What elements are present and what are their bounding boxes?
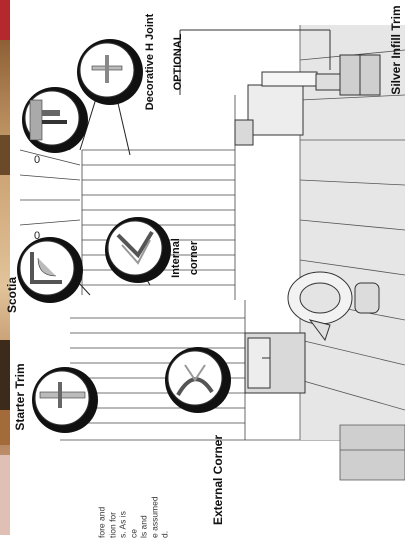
paragraph-line: fore and [96, 506, 107, 538]
label-silver-infill-trim: Silver Infill Trim [389, 5, 403, 95]
paragraph-line: ce [127, 529, 138, 538]
label-decorative-h-joint: Decorative H Joint [144, 13, 156, 111]
ceiling-edge [179, 29, 331, 95]
callout-starter-trim [32, 367, 98, 433]
callout-silver-infill [22, 87, 88, 153]
callout-internal-corner [105, 217, 171, 283]
label-internal: Internal [170, 238, 182, 278]
label-scotia: Scotia [5, 276, 19, 314]
marker-zero-bottom: 0 [34, 230, 41, 242]
paragraph-line: s. As is [117, 511, 128, 538]
paragraph-line: ls and [138, 515, 149, 538]
body-text-fragment: fore and tion for s. As is ce ls and e a… [96, 398, 170, 538]
callout-h-joint [77, 39, 143, 105]
paragraph-line: d. [159, 530, 170, 538]
label-external-corner: External Corner [211, 434, 225, 526]
callout-scotia [17, 237, 83, 303]
photo-strip [0, 0, 10, 535]
paragraph-line: tion for [106, 512, 117, 538]
vanity-unit [234, 54, 381, 146]
label-starter-trim: Starter Trim [13, 363, 27, 431]
callout-external-corner [165, 347, 231, 413]
paragraph-line: e assumed [148, 496, 159, 538]
label-optional: OPTIONAL [172, 33, 184, 91]
label-corner: corner [188, 240, 200, 276]
marker-zero-top: 0 [34, 154, 41, 166]
toilet [244, 271, 380, 394]
